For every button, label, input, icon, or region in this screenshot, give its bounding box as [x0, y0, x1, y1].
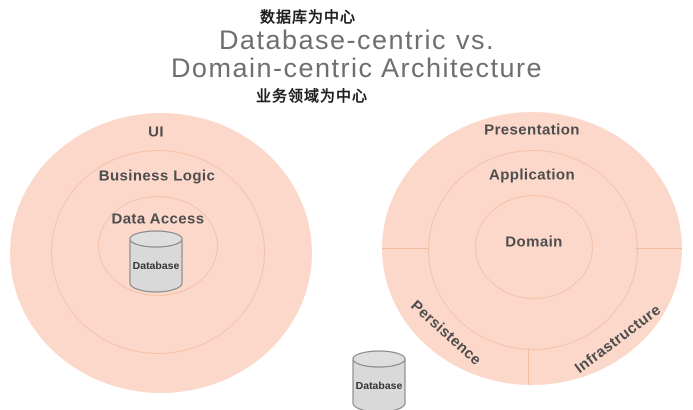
caption-chinese-bottom: 业务领域为中心 — [255, 88, 369, 105]
left-label-business-logic: Business Logic — [98, 167, 216, 185]
left-database-cylinder-icon: Database — [129, 230, 183, 298]
page-title: Database-centric vs. Domain-centric Arch… — [171, 26, 543, 82]
right-middle-ring — [428, 150, 638, 350]
right-segment-divider-right — [635, 248, 682, 249]
left-middle-ring — [51, 150, 265, 354]
right-label-domain: Domain — [505, 233, 563, 251]
title-line-1: Database-centric vs. — [218, 25, 496, 55]
left-database-label: Database — [133, 260, 180, 272]
title-line-2: Domain-centric Architecture — [170, 53, 544, 83]
right-segment-divider-bottom — [528, 348, 529, 385]
left-inner-ring — [98, 196, 218, 296]
right-segment-divider-left — [382, 248, 429, 249]
left-label-ui: UI — [148, 123, 164, 141]
left-label-data-access: Data Access — [111, 210, 205, 228]
right-database-cylinder-icon: Database — [352, 350, 406, 410]
right-label-presentation: Presentation — [484, 121, 580, 139]
right-label-application: Application — [488, 166, 576, 184]
right-database-label: Database — [356, 380, 403, 392]
right-inner-ring — [475, 195, 593, 299]
caption-chinese-top: 数据库为中心 — [259, 9, 357, 26]
